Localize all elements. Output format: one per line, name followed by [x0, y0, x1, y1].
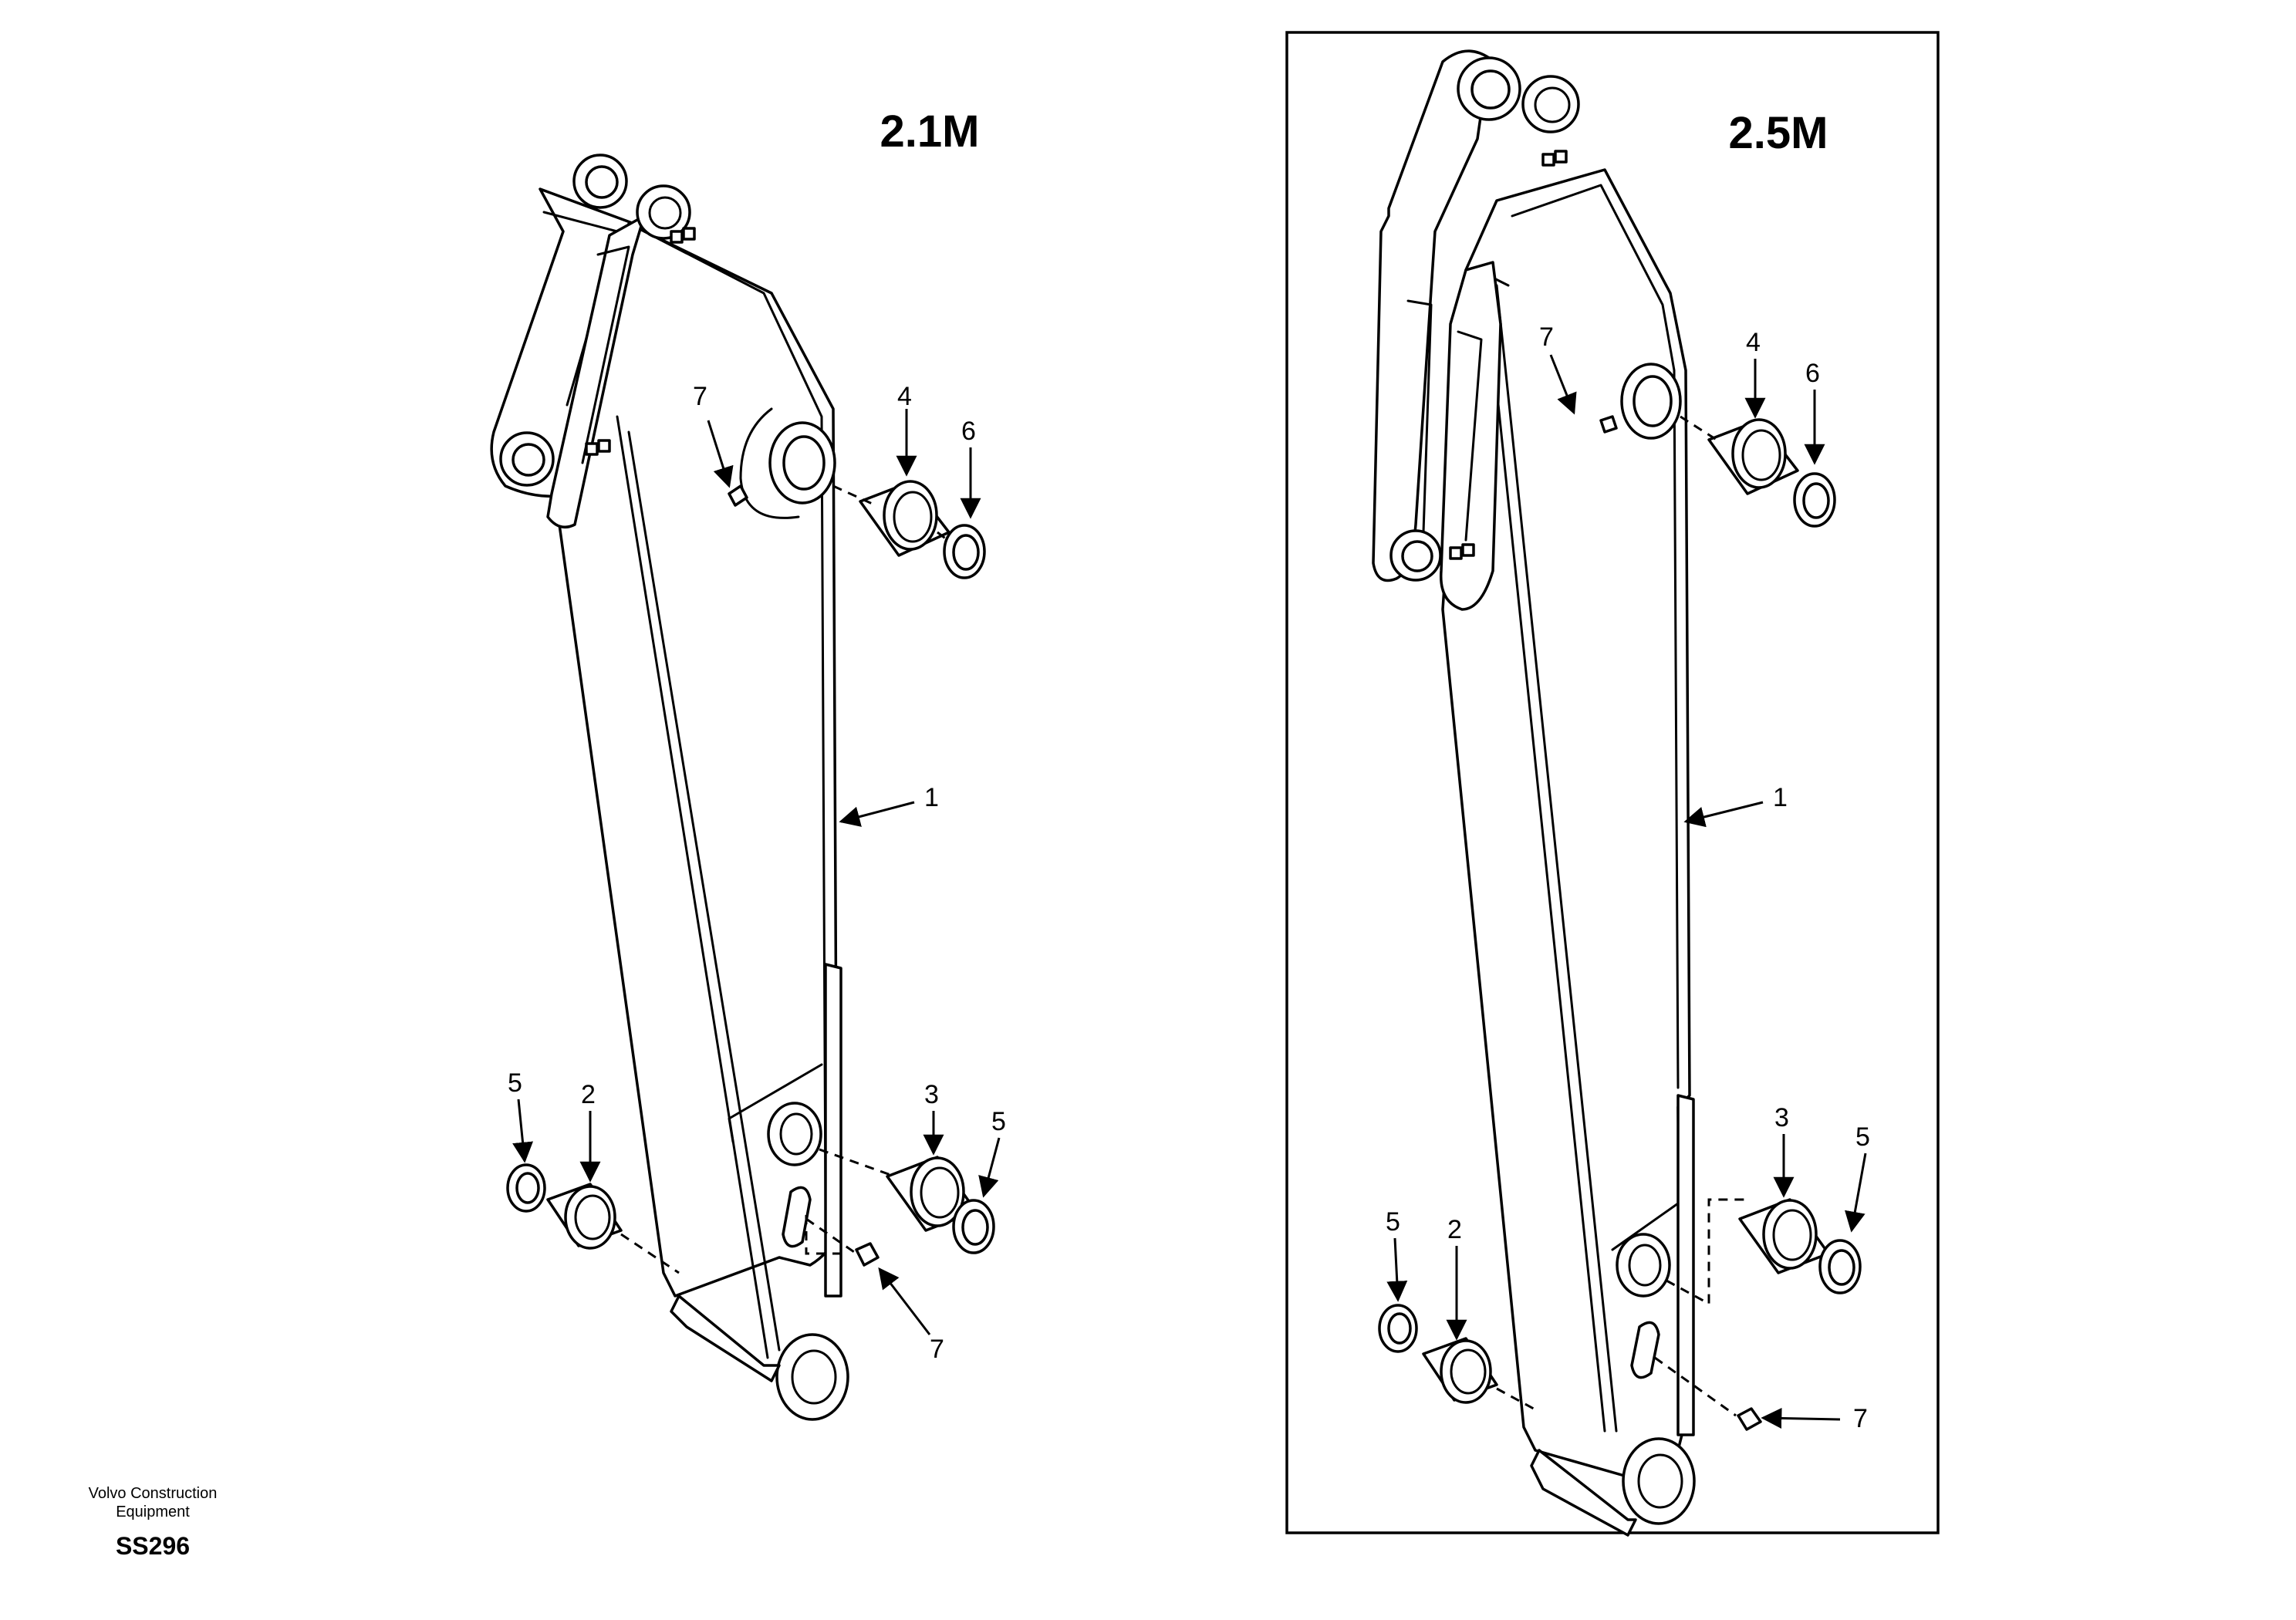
seal-5-right: [1818, 1239, 1862, 1294]
callout-5-right: 5: [1845, 1122, 1870, 1233]
callout-5-left: 5: [1386, 1207, 1408, 1302]
callout-4: 4: [1744, 328, 1766, 419]
callout-1: 1: [1683, 783, 1788, 828]
seal-5-right: [952, 1199, 995, 1254]
seal-6: [1793, 472, 1836, 528]
svg-text:2: 2: [581, 1080, 596, 1109]
svg-text:4: 4: [1746, 328, 1761, 357]
bushing-2: [546, 1183, 623, 1250]
svg-text:5: 5: [1855, 1122, 1870, 1152]
seal-5-left: [1378, 1304, 1418, 1353]
callout-5-right: 5: [978, 1107, 1006, 1198]
svg-text:6: 6: [961, 417, 976, 446]
svg-text:1: 1: [924, 783, 939, 812]
view-frame: [1285, 31, 1940, 1534]
callout-6: 6: [1804, 359, 1825, 465]
callout-2: 2: [1446, 1215, 1467, 1341]
svg-text:3: 3: [924, 1080, 939, 1109]
svg-text:6: 6: [1805, 359, 1820, 388]
svg-text:5: 5: [991, 1107, 1006, 1136]
view-2-1m: 2.1M: [490, 106, 1006, 1421]
callout-5-left: 5: [508, 1068, 534, 1163]
grease-nipple-7-lower: [1737, 1407, 1762, 1431]
callout-7-upper: 7: [693, 382, 734, 488]
svg-text:5: 5: [1386, 1207, 1400, 1237]
callout-6: 6: [960, 417, 981, 519]
bushing-3: [1738, 1198, 1830, 1274]
arm-drawing: [490, 154, 849, 1421]
callout-4: 4: [896, 382, 917, 477]
seal-5-left: [506, 1163, 546, 1213]
footer: Volvo Construction Equipment SS296: [89, 1485, 218, 1560]
bushing-4: [859, 480, 950, 557]
callout-1: 1: [839, 783, 939, 827]
svg-text:1: 1: [1773, 783, 1788, 812]
grease-nipple-7-lower: [855, 1242, 880, 1267]
svg-text:7: 7: [930, 1335, 944, 1364]
callout-2: 2: [579, 1080, 601, 1183]
bushing-4: [1707, 418, 1799, 495]
view-title: 2.5M: [1729, 108, 1828, 158]
svg-text:7: 7: [1539, 322, 1554, 352]
assembly-lines: [1496, 415, 1747, 1417]
svg-text:3: 3: [1774, 1103, 1789, 1132]
callout-3: 3: [923, 1080, 944, 1156]
seal-6: [943, 524, 986, 579]
brand-line-2: Equipment: [116, 1504, 190, 1520]
svg-text:7: 7: [693, 382, 707, 411]
arm-drawing: [1372, 49, 1696, 1537]
assembly-lines: [620, 484, 948, 1274]
callout-7-lower: 7: [1761, 1404, 1868, 1433]
svg-text:2: 2: [1447, 1215, 1462, 1244]
brand-line-1: Volvo Construction: [89, 1485, 218, 1502]
bushing-2: [1422, 1337, 1498, 1404]
view-2-5m: 2.5M: [1285, 31, 1940, 1537]
svg-text:5: 5: [508, 1068, 522, 1098]
svg-text:7: 7: [1853, 1404, 1868, 1433]
svg-text:4: 4: [897, 382, 912, 411]
callout-7-upper: 7: [1539, 322, 1577, 415]
callout-7-lower: 7: [878, 1267, 944, 1364]
callout-3: 3: [1773, 1103, 1795, 1198]
view-title: 2.1M: [880, 106, 980, 157]
bushing-3: [886, 1156, 977, 1232]
drawing-code: SS296: [116, 1532, 190, 1560]
